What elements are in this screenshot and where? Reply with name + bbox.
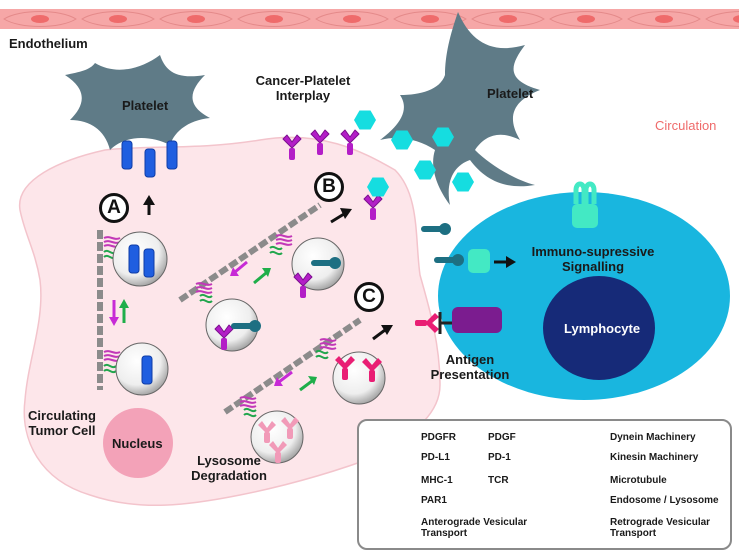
endothelial-nucleus [187, 15, 205, 23]
circulation-label: Circulation [655, 118, 717, 133]
endothelial-nucleus [31, 15, 49, 23]
endothelial-nucleus [577, 15, 595, 23]
legend-pdgfr: PDGFR [421, 432, 456, 443]
platelet-right-label: Platelet [487, 86, 534, 101]
tcr-receptor [438, 307, 502, 334]
interplay-label: Cancer-Platelet Interplay [255, 73, 351, 103]
endothelium-label: Endothelium [9, 36, 88, 51]
step-a-marker: A [99, 193, 129, 223]
endothelial-nucleus [343, 15, 361, 23]
legend-microtubule: Microtubule [610, 475, 667, 486]
endothelial-nucleus [109, 15, 127, 23]
endothelial-nucleus [655, 15, 673, 23]
immuno-label: Immuno-supressive Signalling [531, 244, 655, 274]
platelet-right [380, 12, 540, 205]
legend-dynein: Dynein Machinery [610, 432, 696, 443]
endothelial-nucleus [499, 15, 517, 23]
lymphocyte-label: Lymphocyte [564, 321, 641, 336]
endothelium-layer [0, 9, 739, 29]
lymphocyte-nucleus [543, 276, 655, 380]
endothelial-cell [705, 11, 739, 27]
flow-arrows [143, 195, 516, 341]
legend-tcr: TCR [488, 475, 509, 486]
ctc-label: Circulating Tumor Cell [28, 408, 96, 438]
endothelial-nucleus [421, 15, 439, 23]
step-c-marker: C [354, 282, 384, 312]
tumor-nucleus [103, 408, 173, 478]
legend-anterograde: Anterograde Vesicular Transport [421, 517, 528, 539]
transport-arrows [109, 260, 317, 392]
legend-mhc1: MHC-1 [421, 475, 453, 486]
antigen-label: Antigen Presentation [430, 352, 510, 382]
legend-pdgf: PDGF [488, 432, 516, 443]
platelet-left [65, 55, 210, 150]
step-b-marker: B [314, 172, 344, 202]
legend-pdl1: PD-L1 [421, 452, 450, 463]
endothelial-nucleus [733, 15, 739, 23]
pd1-receptors [468, 181, 598, 273]
legend-retrograde: Retrograde Vesicular Transport [610, 517, 711, 539]
legend-pd1: PD-1 [488, 452, 511, 463]
legend-panel [357, 419, 732, 550]
lysosome-degradation-label: Lysosome Degradation [191, 453, 267, 483]
legend-kinesin: Kinesin Machinery [610, 452, 699, 463]
legend-par1: PAR1 [421, 495, 447, 506]
endothelial-nucleus [265, 15, 283, 23]
platelet-left-label: Platelet [122, 98, 169, 113]
nucleus-label: Nucleus [112, 436, 163, 451]
legend-endosome: Endosome / Lysosome [610, 495, 719, 506]
